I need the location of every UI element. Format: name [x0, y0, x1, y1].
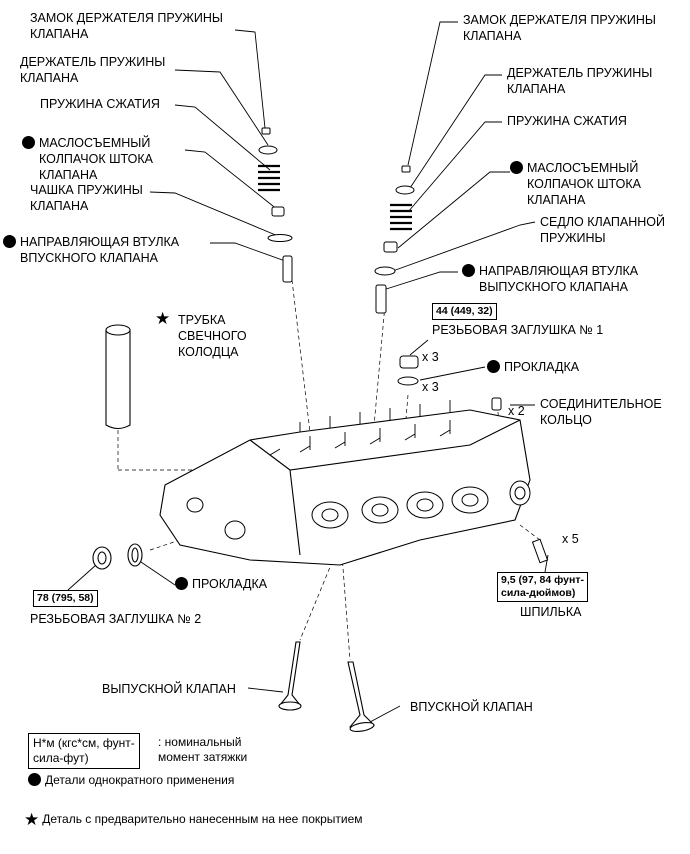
single-use-icon	[22, 136, 35, 149]
single-use-icon	[487, 360, 500, 373]
leader-seal-left	[184, 149, 279, 211]
torque-plug-1: 44 (449, 32)	[432, 303, 497, 320]
leader-gasket2	[137, 559, 176, 586]
star-icon: ★	[155, 309, 171, 328]
leader-cup-left	[149, 191, 279, 237]
label-gasket-2: ПРОКЛАДКА	[175, 576, 267, 592]
mult-gasket-1: x 3	[422, 380, 439, 394]
leader-gasket1	[419, 366, 486, 381]
leader-retainer-right	[409, 74, 502, 189]
label-exhaust-valve: ВЫПУСКНОЙ КЛАПАН	[102, 682, 236, 696]
single-use-icon	[462, 264, 475, 277]
label-stud: ШПИЛЬКА	[520, 605, 582, 619]
label-seal-right: МАСЛОСЪЕМНЫЙ КОЛПАЧОК ШТОКА КЛАПАНА	[510, 160, 641, 208]
legend-precoated: ★Деталь с предварительно нанесенным на н…	[24, 810, 363, 829]
leader-int-valve	[369, 705, 401, 723]
mult-plug-1: x 3	[422, 350, 439, 364]
leader-exh-valve	[247, 687, 284, 693]
leader-guide-left	[210, 242, 289, 263]
leader-spring-right	[407, 121, 502, 213]
spark-plug-tube	[105, 324, 131, 430]
star-icon: ★	[24, 810, 40, 829]
single-use-icon	[3, 235, 16, 248]
legend-single-use: Детали однократного применения	[28, 773, 234, 788]
leader-seal-right	[397, 171, 510, 249]
leader-lock-right	[407, 21, 458, 166]
mult-stud: x 5	[562, 532, 579, 546]
screw-plug-2-parts	[92, 543, 143, 570]
left-valve-parts	[258, 127, 293, 283]
leader-stud	[544, 554, 549, 573]
leader-plug2	[67, 564, 97, 591]
torque-stud: 9,5 (97, 84 фунт-сила-дюймов)	[497, 572, 588, 602]
label-screw-plug-1: РЕЗЬБОВАЯ ЗАГЛУШКА № 1	[432, 323, 604, 337]
mult-union-ring: x 2	[508, 404, 525, 418]
label-intake-valve: ВПУСКНОЙ КЛАПАН	[410, 700, 533, 714]
single-use-icon	[175, 577, 188, 590]
label-spring-left: ПРУЖИНА СЖАТИЯ	[40, 97, 160, 111]
leader-seat-right	[389, 221, 536, 273]
single-use-icon	[28, 773, 41, 786]
leader-spring-left	[174, 104, 271, 171]
single-use-icon	[510, 161, 523, 174]
leader-retainer-left	[174, 69, 269, 146]
exhaust-valve-shape	[278, 641, 302, 711]
legend-unit-box: Н*м (кгс*см, фунт-сила-фут)	[28, 733, 140, 769]
leader-guide-right	[382, 271, 458, 291]
intake-valve-shape	[347, 661, 375, 733]
cylinder-head	[159, 400, 531, 566]
label-seal-left: МАСЛОСЪЕМНЫЙ КОЛПАЧОК ШТОКА КЛАПАНА	[22, 135, 153, 183]
label-exhaust-guide: НАПРАВЛЯЮЩАЯ ВТУЛКА ВЫПУСКНОГО КЛАПАНА	[462, 263, 638, 295]
label-gasket-1: ПРОКЛАДКА	[487, 359, 579, 375]
torque-plug-2: 78 (795, 58)	[33, 590, 98, 607]
leader-lock-left	[234, 29, 266, 129]
label-screw-plug-2: РЕЗЬБОВАЯ ЗАГЛУШКА № 2	[30, 612, 202, 626]
label-spring-right: ПРУЖИНА СЖАТИЯ	[507, 114, 627, 128]
right-valve-parts	[374, 165, 549, 564]
leader-plug1	[409, 339, 429, 356]
label-intake-guide: НАПРАВЛЯЮЩАЯ ВТУЛКА ВПУСКНОГО КЛАПАНА	[3, 234, 179, 266]
